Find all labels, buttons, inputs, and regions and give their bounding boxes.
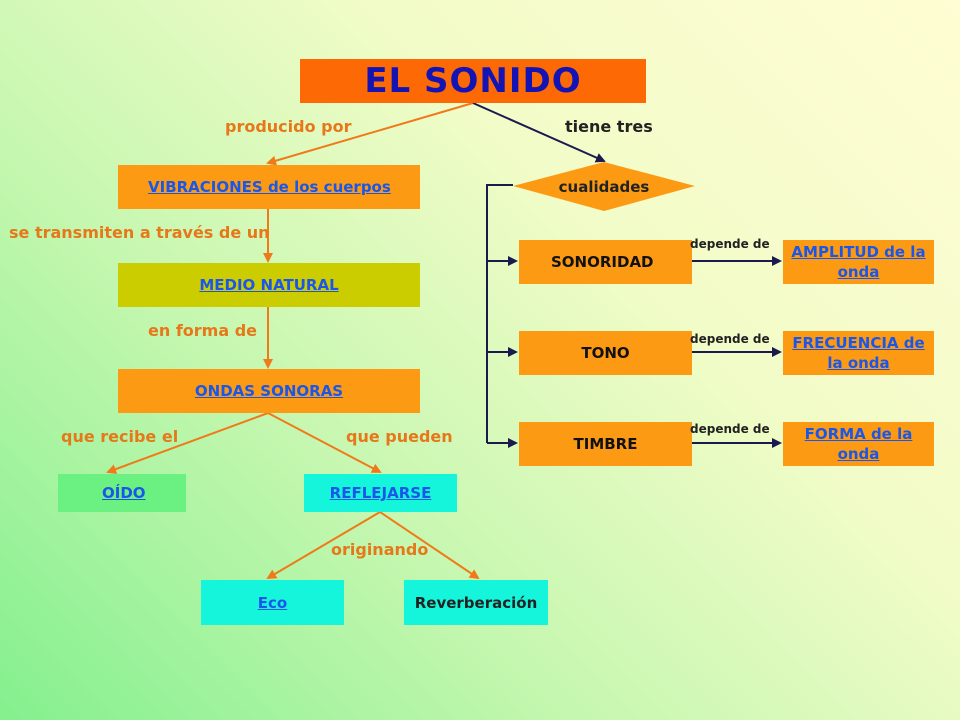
box-ondas-sonoras[interactable]: ONDAS SONORAS [118, 369, 420, 413]
box-frecuencia[interactable]: FRECUENCIA de la onda [783, 331, 934, 375]
link-forma[interactable]: FORMA de la onda [804, 425, 913, 463]
box-sonoridad: SONORIDAD [519, 240, 692, 284]
box-eco[interactable]: Eco [201, 580, 344, 625]
edge-reflect-to-reverb [379, 511, 480, 580]
label-que-recibe-el: que recibe el [61, 427, 179, 446]
edge-reflect-to-echo [266, 511, 381, 580]
label-originando: originando [331, 540, 429, 559]
edge-waves-to-ear [106, 412, 269, 474]
link-oido[interactable]: OÍDO [102, 484, 146, 502]
link-reflejarse[interactable]: REFLEJARSE [329, 484, 432, 502]
box-tono: TONO [519, 331, 692, 375]
link-frecuencia[interactable]: FRECUENCIA de la onda [792, 334, 925, 372]
box-reflejarse[interactable]: REFLEJARSE [304, 474, 457, 512]
label-producido-por: producido por [225, 117, 352, 136]
box-oido[interactable]: OÍDO [58, 474, 186, 512]
label-depende-de-2: depende de [690, 332, 770, 346]
label-se-transmiten: se transmiten a través de un [9, 223, 270, 242]
label-en-forma-de: en forma de [148, 321, 257, 340]
qualities-label: cualidades [558, 178, 650, 196]
box-vibraciones[interactable]: VIBRACIONES de los cuerpos [118, 165, 420, 209]
link-amplitud[interactable]: AMPLITUD de la onda [791, 243, 926, 281]
edge-title-to-vibrations [266, 102, 474, 166]
diagram-title: EL SONIDO [300, 59, 646, 103]
label-que-pueden: que pueden [346, 427, 453, 446]
box-reverberacion: Reverberación [404, 580, 548, 625]
label-tiene-tres: tiene tres [565, 117, 653, 136]
edge-waves-to-reflect [267, 412, 382, 473]
label-depende-de-1: depende de [690, 237, 770, 251]
box-medio-natural[interactable]: MEDIO NATURAL [118, 263, 420, 307]
link-eco[interactable]: Eco [257, 593, 288, 612]
bracket-qualities [486, 184, 513, 443]
edge-title-to-qualities [472, 102, 606, 163]
box-amplitud[interactable]: AMPLITUD de la onda [783, 240, 934, 284]
qualities-diamond [513, 162, 695, 211]
label-depende-de-3: depende de [690, 422, 770, 436]
link-ondas-sonoras[interactable]: ONDAS SONORAS [194, 382, 344, 400]
box-timbre: TIMBRE [519, 422, 692, 466]
box-forma[interactable]: FORMA de la onda [783, 422, 934, 466]
link-vibraciones[interactable]: VIBRACIONES de los cuerpos [148, 178, 391, 196]
link-medio-natural[interactable]: MEDIO NATURAL [199, 276, 339, 294]
